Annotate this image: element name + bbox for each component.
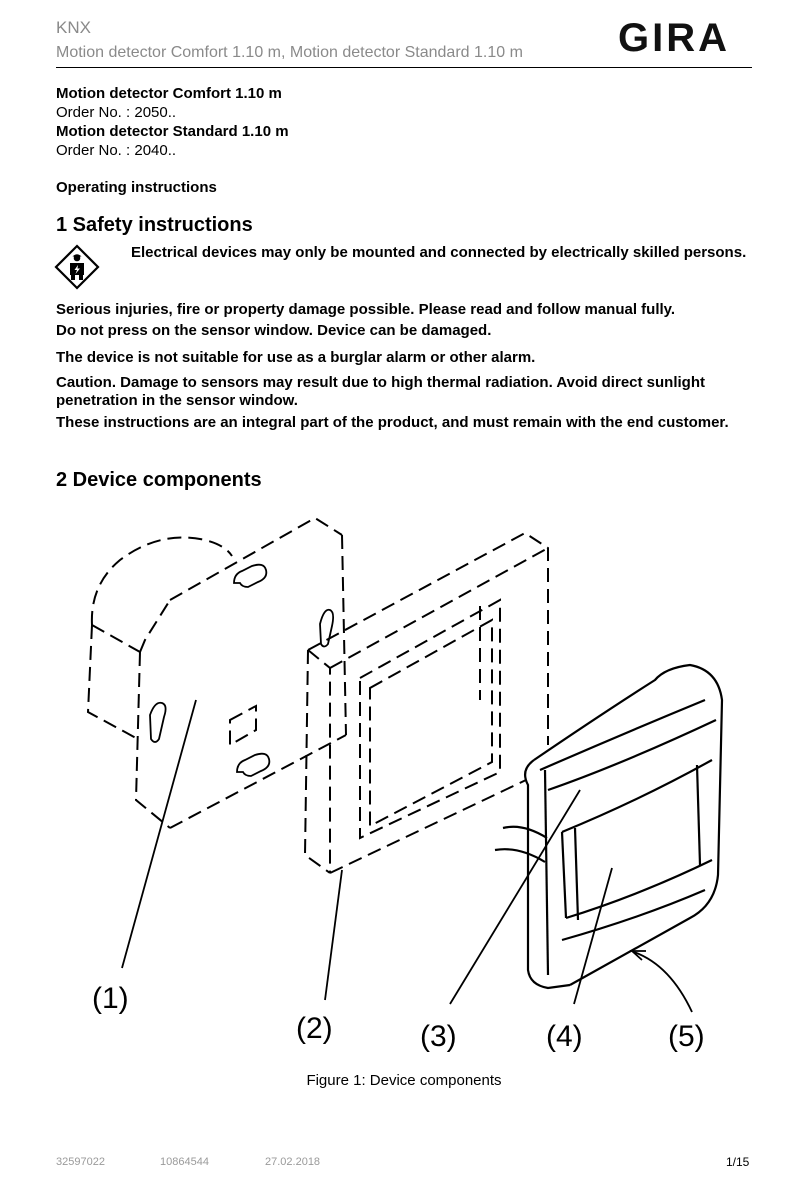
header-category: KNX <box>56 18 91 37</box>
callout-2: (2) <box>296 1012 333 1045</box>
safety-heading: 1 Safety instructions <box>56 214 253 236</box>
product-block: Motion detector Comfort 1.10 m Order No.… <box>56 84 289 160</box>
callout-3: (3) <box>420 1020 457 1053</box>
product-standard-order: Order No. : 2040.. <box>56 142 177 159</box>
product-comfort-order: Order No. : 2050.. <box>56 104 177 121</box>
callout-1: (1) <box>92 982 129 1015</box>
component-1-mounting-plate <box>86 516 347 829</box>
footer-ref-number: 10864544 <box>160 1156 209 1168</box>
component-1-keyholes <box>149 563 335 777</box>
doc-type: Operating instructions <box>56 179 217 196</box>
safety-paragraph-5: These instructions are an integral part … <box>56 414 729 431</box>
safety-paragraph-1: Serious injuries, fire or property damag… <box>56 301 676 318</box>
safety-warning-text: Electrical devices may only be mounted a… <box>131 244 747 261</box>
device-components-figure <box>56 506 756 1061</box>
safety-paragraph-2: Do not press on the sensor window. Devic… <box>56 322 492 339</box>
figure-caption: Figure 1: Device components <box>306 1072 502 1089</box>
components-heading: 2 Device components <box>56 469 262 491</box>
footer-date: 27.02.2018 <box>265 1156 321 1168</box>
product-comfort-name: Motion detector Comfort 1.10 m <box>56 85 282 102</box>
product-standard-name: Motion detector Standard 1.10 m <box>56 123 289 140</box>
component-3-4-sensor-attachment <box>494 663 724 990</box>
header-rule <box>56 67 752 68</box>
gira-logo: GIRA <box>618 16 730 60</box>
safety-paragraph-4: Caution. Damage to sensors may result du… <box>56 374 705 409</box>
safety-paragraph-3: The device is not suitable for use as a … <box>56 349 536 366</box>
leader-lines <box>121 699 693 1013</box>
electrician-warning-icon <box>54 244 100 290</box>
header-subtitle: Motion detector Comfort 1.10 m, Motion d… <box>56 44 523 61</box>
footer-page-number: 1/15 <box>726 1155 750 1169</box>
callout-4: (4) <box>546 1020 583 1053</box>
callout-5: (5) <box>668 1020 705 1053</box>
footer-doc-number: 32597022 <box>56 1156 105 1168</box>
component-2-cover-frame <box>303 531 549 874</box>
